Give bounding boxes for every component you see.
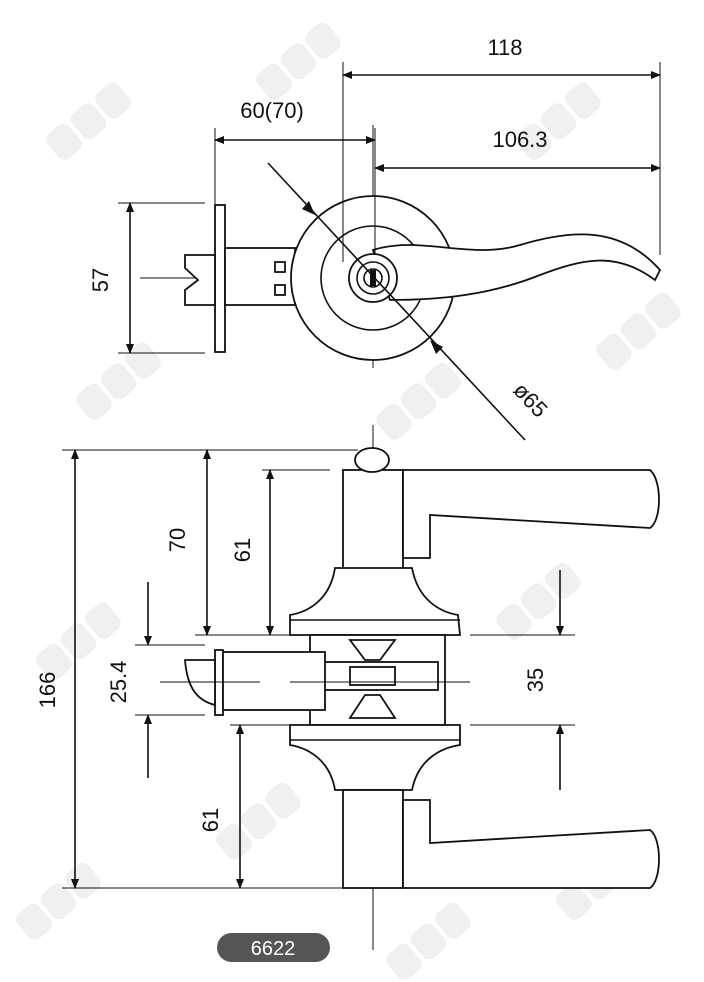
latch-bolt <box>184 254 216 306</box>
top-view: 118 106.3 60(70) 57 ø65 <box>88 35 662 441</box>
upper-rose <box>289 567 461 636</box>
watermark-logo <box>16 862 101 940</box>
model-badge: 6622 <box>217 933 330 962</box>
spindle-block <box>349 666 396 686</box>
dim-diameter-65: ø65 <box>508 377 552 422</box>
watermark-logo <box>46 82 131 160</box>
watermark-logo <box>36 602 121 680</box>
watermark-logo <box>216 782 301 860</box>
dim-60-70: 60(70) <box>240 98 304 123</box>
watermark-logo <box>516 82 601 160</box>
watermark-logo <box>256 22 341 100</box>
watermark-logo <box>76 342 161 420</box>
dim-166: 166 <box>35 672 60 709</box>
lower-shank <box>342 789 404 889</box>
upper-lever <box>402 469 660 559</box>
dim-61-upper: 61 <box>230 538 255 562</box>
latch-faceplate <box>214 204 226 353</box>
dim-106-3: 106.3 <box>492 127 547 152</box>
watermark-logo <box>596 292 681 370</box>
dim-35: 35 <box>523 668 548 692</box>
dim-61-lower: 61 <box>198 808 223 832</box>
dim-118: 118 <box>487 35 522 60</box>
keyhole-icon <box>363 268 383 288</box>
dim-57: 57 <box>88 268 113 292</box>
upper-shank <box>342 469 404 571</box>
lower-lever <box>402 799 660 889</box>
turn-knob <box>354 447 390 473</box>
dim-70: 70 <box>165 528 190 552</box>
watermark-logo <box>496 562 581 640</box>
lever-top <box>371 233 662 301</box>
lower-rose <box>289 724 461 791</box>
dim-25-4: 25.4 <box>106 661 131 704</box>
side-view: 166 70 61 25.4 35 61 <box>35 425 660 950</box>
watermark-logo <box>386 902 471 980</box>
latch-body-side <box>222 651 326 711</box>
model-number: 6622 <box>251 938 296 960</box>
watermark-logo <box>376 362 461 440</box>
latch-body <box>224 247 296 306</box>
